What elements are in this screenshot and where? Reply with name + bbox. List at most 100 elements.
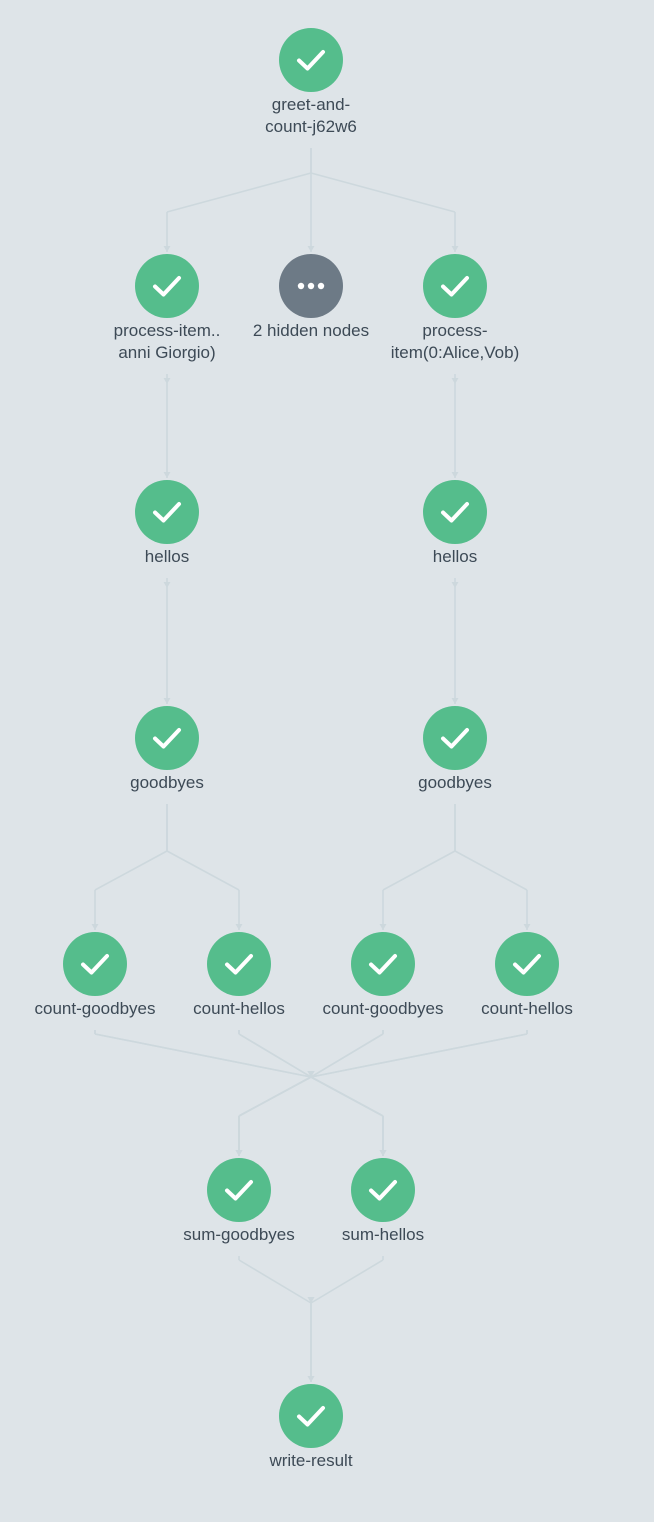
edge-arrow [307, 1071, 315, 1077]
check-icon [440, 500, 470, 524]
check-icon [440, 274, 470, 298]
node-label: sum-hellos [341, 1225, 425, 1244]
edge-line [166, 850, 240, 891]
edge-arrow [451, 472, 459, 478]
node-label: count-goodbyes [322, 999, 444, 1018]
node-label: process- item(0:Alice,Vob) [390, 321, 520, 362]
edge-sum-goodbyes-to-write-result [238, 1256, 315, 1382]
node-label: count-goodbyes [34, 999, 156, 1018]
ellipsis-icon [297, 282, 325, 290]
node-label: hellos [144, 547, 190, 566]
edge-sum-hellos-to-write-result [307, 1256, 384, 1382]
edge-line [382, 850, 456, 891]
edge-count-goodbyes-b-to-sum-goodbyes [235, 1030, 384, 1156]
node-label: count-hellos [481, 999, 573, 1018]
check-icon [152, 500, 182, 524]
node-hidden[interactable] [279, 254, 343, 318]
edge-process-a-to-hellos-a [163, 374, 171, 478]
edge-arrow [307, 1376, 315, 1382]
edge-line [238, 1259, 312, 1304]
edge-arrow [163, 378, 171, 384]
edge-arrow [91, 924, 99, 930]
node-label: 2 hidden nodes [252, 321, 370, 340]
edge-root-to-process-a [163, 148, 312, 252]
node-goodbyes-b[interactable] [423, 706, 487, 770]
edge-line [238, 1076, 312, 1117]
edge-line [238, 1033, 312, 1078]
edge-goodbyes-b-to-count-hellos-b [454, 804, 531, 930]
edge-arrow [163, 582, 171, 588]
edge-arrow [235, 924, 243, 930]
edge-arrow [163, 698, 171, 704]
node-sum-hellos[interactable] [351, 1158, 415, 1222]
node-goodbyes-a[interactable] [135, 706, 199, 770]
node-count-goodbyes-a[interactable] [63, 932, 127, 996]
node-label: write-result [269, 1451, 353, 1470]
edge-hellos-a-to-goodbyes-a [163, 578, 171, 704]
edge-arrow [379, 1150, 387, 1156]
edge-line [94, 1033, 312, 1078]
node-root[interactable] [279, 28, 343, 92]
check-icon [224, 1178, 254, 1202]
node-label: process-item.. anni Giorgio) [113, 321, 221, 362]
edge-count-hellos-a-to-sum-hellos [238, 1030, 387, 1156]
edge-count-goodbyes-b-to-sum-hellos [307, 1030, 387, 1156]
node-count-hellos-b[interactable] [495, 932, 559, 996]
node-label: hellos [432, 547, 478, 566]
node-process-b[interactable] [423, 254, 487, 318]
edge-arrow [307, 1297, 315, 1303]
edge-root-to-process-b [310, 148, 459, 252]
edge-process-b-to-hellos-b [451, 374, 459, 478]
edge-line [94, 850, 168, 891]
edge-line [310, 1259, 384, 1304]
edge-line [454, 850, 528, 891]
edge-goodbyes-b-to-count-goodbyes-b [379, 804, 456, 930]
node-label: goodbyes [418, 773, 492, 792]
edge-arrow [523, 924, 531, 930]
check-icon [296, 48, 326, 72]
edge-arrow [379, 924, 387, 930]
edge-count-goodbyes-a-to-sum-hellos [94, 1030, 387, 1156]
check-icon [296, 1404, 326, 1428]
edge-count-hellos-b-to-sum-hellos [307, 1030, 528, 1156]
edge-goodbyes-a-to-count-goodbyes-a [91, 804, 168, 930]
edge-hellos-b-to-goodbyes-b [451, 578, 459, 704]
check-icon [80, 952, 110, 976]
node-hellos-a[interactable] [135, 480, 199, 544]
check-icon [512, 952, 542, 976]
node-count-goodbyes-b[interactable] [351, 932, 415, 996]
edge-count-hellos-b-to-sum-goodbyes [235, 1030, 528, 1156]
edge-line [310, 1076, 384, 1117]
edge-goodbyes-a-to-count-hellos-a [166, 804, 243, 930]
node-hellos-b[interactable] [423, 480, 487, 544]
edge-arrow [451, 698, 459, 704]
check-icon [152, 726, 182, 750]
edge-arrow [307, 246, 315, 252]
node-label: count-hellos [193, 999, 285, 1018]
edge-line [310, 172, 456, 213]
check-icon [368, 1178, 398, 1202]
check-icon [368, 952, 398, 976]
edge-line [310, 1033, 384, 1078]
node-label: sum-goodbyes [183, 1225, 295, 1244]
edge-arrow [451, 582, 459, 588]
edge-arrow [235, 1150, 243, 1156]
edge-line [166, 172, 312, 213]
node-process-a[interactable] [135, 254, 199, 318]
node-count-hellos-a[interactable] [207, 932, 271, 996]
check-icon [440, 726, 470, 750]
node-write-result[interactable] [279, 1384, 343, 1448]
check-icon [224, 952, 254, 976]
edge-arrow [163, 472, 171, 478]
edge-arrow [451, 246, 459, 252]
edge-arrow [451, 378, 459, 384]
edge-line [310, 1033, 528, 1078]
node-label: goodbyes [130, 773, 204, 792]
edge-arrow [163, 246, 171, 252]
edge-count-hellos-a-to-sum-goodbyes [235, 1030, 315, 1156]
node-label: greet-and- count-j62w6 [265, 95, 357, 136]
check-icon [152, 274, 182, 298]
node-sum-goodbyes[interactable] [207, 1158, 271, 1222]
